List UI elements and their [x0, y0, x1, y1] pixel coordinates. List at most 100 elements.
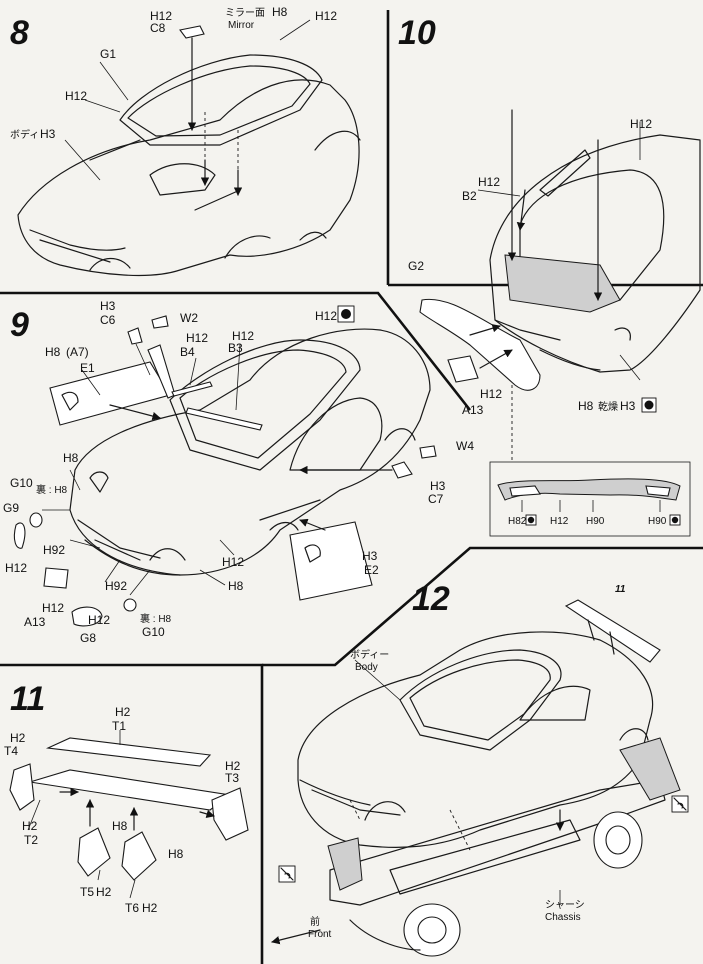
e2-paint-code: H3 [362, 549, 378, 563]
t4-paint-code: H2 [10, 731, 26, 745]
step-10-rear-drawing [489, 134, 701, 373]
lens-part-g9 [13, 522, 26, 549]
e1-paint-code: H8 [45, 345, 61, 359]
step-8-body-drawing [17, 54, 361, 277]
a13-paint-code: H12 [42, 601, 64, 615]
part-e2-label: E2 [364, 563, 379, 577]
h92-label-b: H92 [105, 579, 127, 593]
chassis-jp-label: シャーシ [545, 900, 585, 911]
roof-paint-code: H12 [315, 309, 337, 323]
part-g1-label: G1 [100, 47, 116, 61]
body-en-label: Body [355, 662, 378, 673]
part-a13-label: A13 [462, 403, 484, 417]
mirror-part-c7 [391, 461, 413, 479]
part-t2-label: T2 [24, 833, 38, 847]
glass-part-w4 [419, 445, 437, 459]
dry-jp-label: 乾燥 [598, 400, 618, 413]
g1-paint-code: H12 [65, 89, 87, 103]
s10-top-paint: H12 [630, 117, 652, 131]
part-c7-label: C7 [428, 492, 444, 506]
step-12-body-drawing [297, 631, 654, 851]
top-paint-code: H12 [315, 9, 337, 23]
mirror-en-label: Mirror [228, 20, 255, 31]
t5-paint-code: H2 [96, 885, 112, 899]
inset-paint-2: H12 [550, 516, 569, 527]
t2-paint-code: H2 [22, 819, 38, 833]
sill-paint-code: H12 [222, 555, 244, 569]
mix-icon [337, 305, 355, 323]
plate-part-a13 [447, 355, 479, 383]
c6-paint-code: H3 [100, 299, 116, 313]
step-11-number: 11 [10, 680, 45, 718]
b3-paint-code: H12 [232, 329, 254, 343]
part-t4-label: T4 [4, 744, 18, 758]
h8-paint-a: H8 [112, 819, 128, 833]
t6-paint-code: H2 [142, 901, 158, 915]
light-paint-code: H8 [63, 451, 79, 465]
step-11: 11 H2 T1 H2 T4 H2 T3 H2 T2 H8 H8 T5 H2 T… [4, 680, 249, 915]
part-b3-label: B3 [228, 341, 243, 355]
step-9-number: 9 [10, 306, 29, 344]
b2-paint-code: H12 [478, 175, 500, 189]
part-w2-label: W2 [180, 311, 198, 325]
a13-paint-code: H12 [480, 387, 502, 401]
part-w4-label: W4 [456, 439, 474, 453]
body-paint-code: H3 [40, 127, 56, 141]
part-a13-label: A13 [24, 615, 46, 629]
mirror-part-c8 [179, 25, 205, 39]
mix-icon [641, 397, 657, 413]
step-8: 8 H12 C8 ミラー面 H8 Mirror [10, 5, 361, 277]
part-t3-label: T3 [225, 771, 239, 785]
wiper-part-b3 [185, 407, 263, 431]
part-c8-label: C8 [150, 21, 166, 35]
h8-paint-b: H8 [168, 847, 184, 861]
step-10-number: 10 [398, 14, 436, 52]
wing-part-t1 [45, 737, 212, 767]
skirt-part-e2 [289, 521, 373, 601]
mirror-part-c6 [127, 327, 143, 345]
stay-part-t6 [121, 831, 157, 881]
step-10: 10 H82 [398, 14, 701, 537]
step-9-body-drawing [69, 328, 431, 576]
front-direction-arrow [271, 929, 321, 945]
glass-part-w2 [151, 315, 169, 329]
front-paint-code: H8 [228, 579, 244, 593]
mirror-paint-code: H8 [272, 5, 288, 19]
part-t1-label: T1 [112, 719, 126, 733]
step-12: 12 11 [271, 580, 689, 957]
step-9: 9 [3, 299, 474, 645]
t3-paint-code: H2 [225, 759, 241, 773]
part-c6-label: C6 [100, 313, 116, 327]
light-part-g10 [29, 512, 43, 528]
part-g2-label: G2 [408, 259, 424, 273]
c7-paint-code: H3 [430, 479, 446, 493]
g9-paint-code: H12 [5, 561, 27, 575]
step-12-number: 12 [412, 580, 450, 618]
e1-paren-label: (A7) [66, 345, 89, 359]
front-jp-label: 前 [310, 915, 320, 928]
part-e1-label: E1 [80, 361, 95, 375]
ref-step-11: 11 [615, 584, 626, 595]
spoiler-part-g2 [419, 298, 541, 391]
cement-icon [278, 795, 689, 883]
g8-paint-code: H12 [88, 613, 110, 627]
wiper-part-b4 [171, 381, 213, 397]
body-jp-label: ボディ [10, 128, 39, 141]
front-en-label: Front [308, 929, 332, 940]
panel-dividers [0, 10, 703, 964]
plate-part-a13 [43, 567, 69, 589]
endplate-part-t4 [9, 763, 35, 811]
dry-paint-1: H8 [578, 399, 594, 413]
step-12-chassis-drawing [327, 737, 681, 957]
g10b-back-paint: 裏 : H8 [140, 612, 172, 625]
lens-part-g8 [71, 606, 103, 627]
mix-icon [525, 514, 681, 526]
inset-paint-1: H82 [508, 516, 527, 527]
body-jp-label: ボディー [350, 648, 389, 661]
h92-label-a: H92 [43, 543, 65, 557]
step-8-number: 8 [10, 14, 29, 52]
part-g10-label: G10 [10, 476, 33, 490]
b4-paint-code: H12 [186, 331, 208, 345]
t1-paint-code: H2 [115, 705, 131, 719]
